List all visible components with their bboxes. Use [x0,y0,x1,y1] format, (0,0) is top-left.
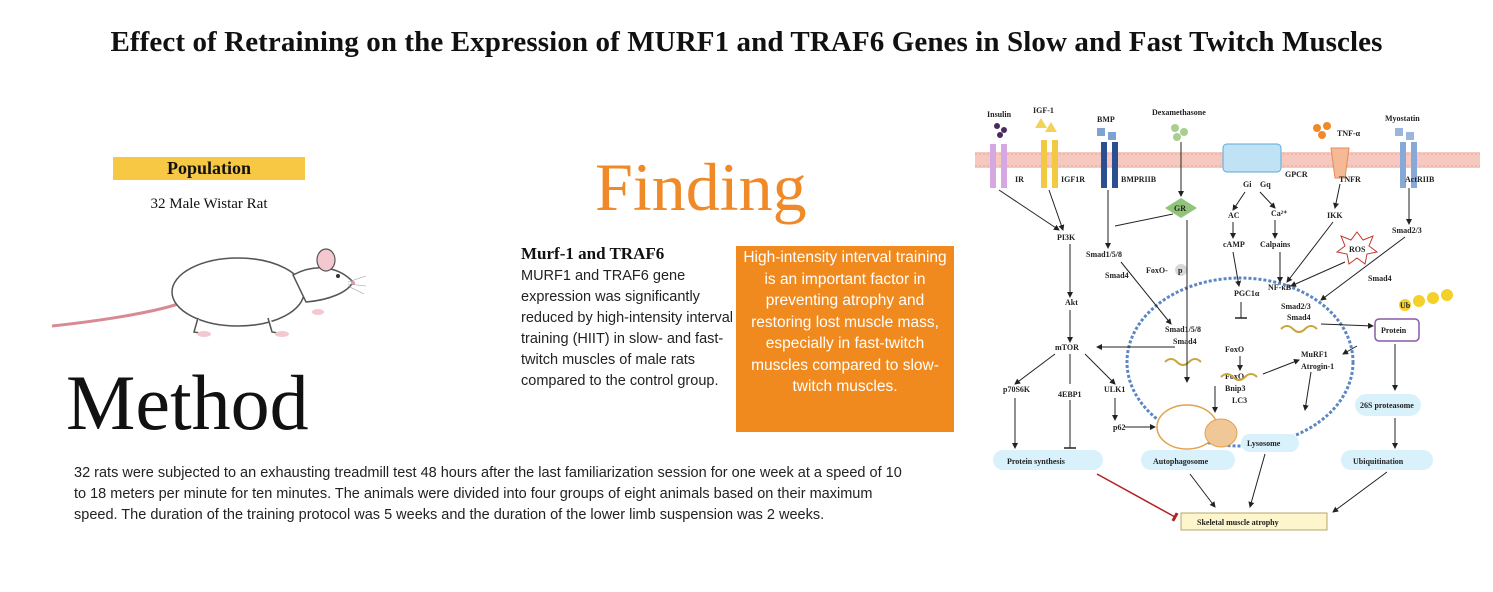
gpcr-label: GPCR [1285,170,1308,179]
atrogin-node: Atrogin-1 [1301,362,1334,371]
smad4-in2-node: Smad4 [1173,337,1197,346]
page-title: Effect of Retraining on the Expression o… [110,26,1383,58]
population-text: 32 Male Wistar Rat [150,196,268,212]
p62-node: p62 [1113,423,1125,432]
gi-label: Gi [1243,180,1252,189]
bnip3-node: Bnip3 [1225,384,1245,393]
akt-node: Akt [1065,298,1078,307]
lc3-node: LC3 [1232,396,1247,405]
calpains-node: Calpains [1260,240,1290,249]
pi3k-node: PI3K [1057,233,1076,242]
smad4-node: Smad4 [1105,271,1129,280]
method-heading: Method [66,359,309,446]
p70s6k-node: p70S6K [1003,385,1031,394]
ca-node: Ca²⁺ [1271,209,1287,218]
atrophy-node: Skeletal muscle atrophy [1197,518,1279,527]
finding-heading: Finding [595,149,807,225]
proteasome-node: 26S proteasome [1360,401,1414,410]
ikk-node: IKK [1327,211,1343,220]
foxo-in-node: FoxO [1225,345,1244,354]
ir-label: IR [1015,175,1024,184]
smad4-b-node: Smad4 [1368,274,1392,283]
smad4-in-node: Smad4 [1287,313,1311,322]
murf1-node: MuRF1 [1301,350,1328,359]
gq-label: Gq [1260,180,1271,189]
smad158-node: Smad1/5/8 [1086,250,1122,259]
bmpriib-label: BMPRIIB [1121,175,1157,184]
tnfr-label: TNFR [1339,175,1361,184]
lysosome-node: Lysosome [1247,439,1281,448]
nfkb-node: NF-κB [1268,283,1292,292]
smad158-in-node: Smad1/5/8 [1165,325,1201,334]
foxo-in2-node: FoxO [1225,372,1244,381]
autophagosome-node: Autophagosome [1153,457,1209,466]
dexamethasone-label: Dexamethasone [1152,108,1206,117]
ubiquitination-node: Ubiquitination [1353,457,1404,466]
population-label: Population [113,157,305,180]
ac-node: AC [1228,211,1240,220]
igf1r-label: IGF1R [1061,175,1085,184]
nucleus [1125,276,1355,448]
protein-synthesis-node: Protein synthesis [1007,457,1065,466]
method-text: 32 rats were subjected to an exhausting … [74,465,902,523]
ulk1-node: ULK1 [1104,385,1125,394]
4ebp1-node: 4EBP1 [1058,390,1082,399]
tnf-label: TNF-α [1337,129,1361,138]
phospho-p: p [1178,266,1183,275]
pgc1a-node: PGC1α [1234,289,1260,298]
gr-node: GR [1174,204,1186,213]
signaling-pathway-diagram: Insulin IGF-1 BMP Dexamethasone TNF-α My… [975,106,1480,531]
myostatin-label: Myostatin [1385,114,1420,123]
actriib-label: ActRIIB [1405,175,1435,184]
insulin-label: Insulin [987,110,1012,119]
igf1-label: IGF-1 [1033,106,1054,115]
smad23-node: Smad2/3 [1392,226,1422,235]
ub-tag: Ub [1400,301,1411,310]
smad23-in-node: Smad2/3 [1281,302,1311,311]
mtor-node: mTOR [1055,343,1079,352]
camp-node: cAMP [1223,240,1245,249]
finding-highlight-box: High-intensity interval training is an i… [736,246,954,432]
finding-subheading: Murf-1 and TRAF6 [521,244,665,263]
protein-node: Protein [1381,326,1407,335]
foxop-node: FoxO- [1146,266,1168,275]
ros-node: ROS [1349,245,1366,254]
rat-illustration [51,248,367,337]
finding-text: MURF1 and TRAF6 gene expression was sign… [521,268,733,389]
bmp-label: BMP [1097,115,1115,124]
